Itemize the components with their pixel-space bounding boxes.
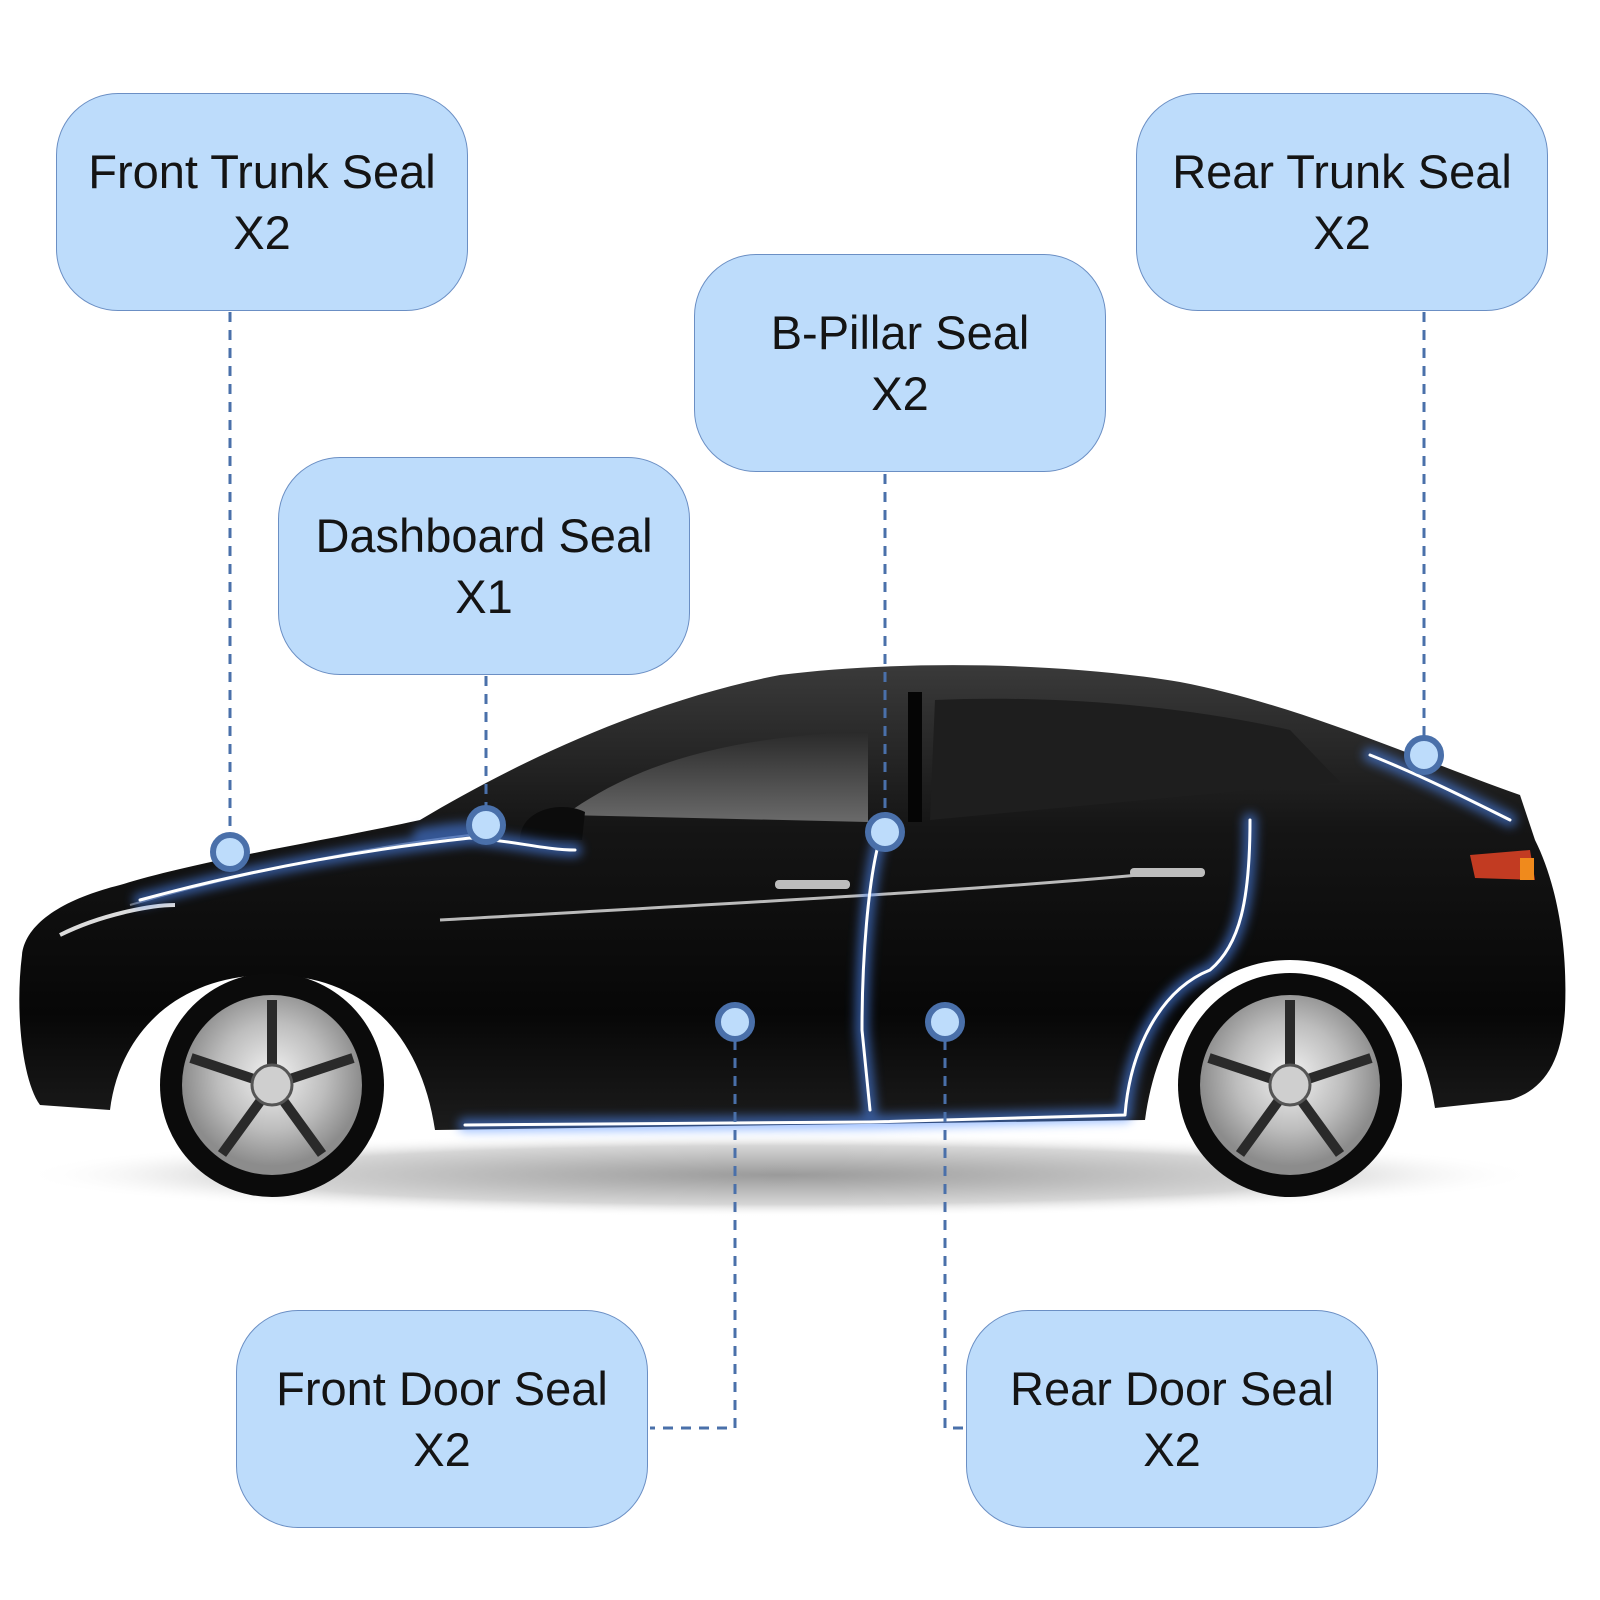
leader-front-door [650, 1022, 737, 1430]
callout-label: Front Door Seal [276, 1362, 608, 1415]
callout-b-pillar-seal: B-Pillar Seal X2 [694, 254, 1106, 472]
door-handle [1130, 868, 1205, 877]
tail-light-amber [1520, 858, 1534, 880]
callout-quantity: X1 [455, 570, 513, 623]
front-wheel [160, 973, 384, 1197]
callout-rear-door-seal: Rear Door Seal X2 [966, 1310, 1378, 1528]
callout-front-trunk-seal: Front Trunk Seal X2 [56, 93, 468, 311]
markers [210, 735, 1444, 1042]
door-handle [775, 880, 850, 889]
leader-lines [228, 312, 1426, 1430]
marker-b-pillar [865, 812, 905, 852]
callout-quantity: X2 [1313, 206, 1371, 259]
callout-dashboard-seal: Dashboard Seal X1 [278, 457, 690, 675]
ground-shadow [20, 1133, 1540, 1217]
callout-label: Dashboard Seal [315, 509, 653, 562]
body-highlight [439, 868, 1191, 922]
callout-label: Rear Trunk Seal [1172, 145, 1512, 198]
headlight [59, 903, 176, 937]
rear-wheel [1178, 973, 1402, 1197]
tail-light [1470, 850, 1535, 880]
callout-label: Front Trunk Seal [88, 145, 436, 198]
marker-front-trunk [210, 832, 250, 872]
callout-label: Rear Door Seal [1010, 1362, 1334, 1415]
leader-rear-door [943, 1022, 968, 1430]
marker-front-door [715, 1002, 755, 1042]
front-window [565, 732, 868, 822]
marker-dashboard [466, 805, 506, 845]
callout-quantity: X2 [1143, 1423, 1201, 1476]
callout-quantity: X2 [413, 1423, 471, 1476]
seal-outlines [133, 748, 1517, 1132]
rear-window [930, 698, 1340, 820]
callout-rear-trunk-seal: Rear Trunk Seal X2 [1136, 93, 1548, 311]
marker-rear-door [925, 1002, 965, 1042]
callout-front-door-seal: Front Door Seal X2 [236, 1310, 648, 1528]
side-mirror [520, 807, 585, 840]
marker-rear-trunk [1404, 735, 1444, 775]
callout-label: B-Pillar Seal [770, 306, 1030, 359]
callout-quantity: X2 [233, 206, 291, 259]
callout-quantity: X2 [871, 367, 929, 420]
